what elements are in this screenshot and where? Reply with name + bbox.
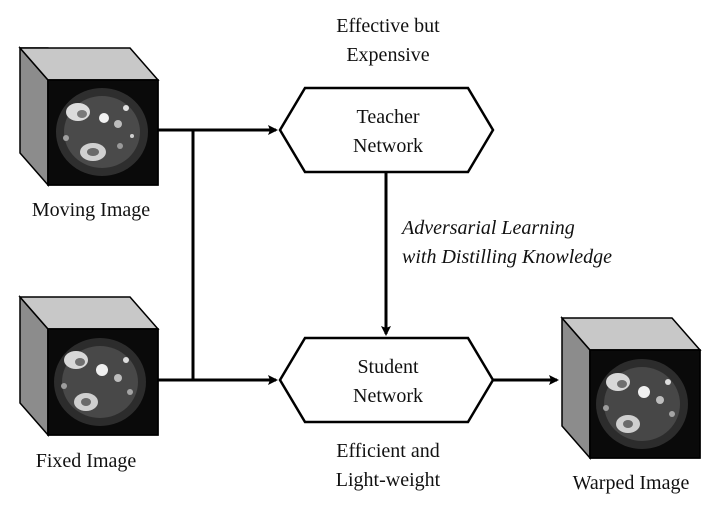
- teacher-network-node: [278, 86, 495, 174]
- student-caption-line1: Efficient and: [336, 440, 440, 462]
- student-caption-line2: Light-weight: [335, 469, 441, 491]
- student-network-label-line2: Network: [353, 385, 423, 407]
- student-network-label-line1: Student: [357, 356, 419, 378]
- connectors: [158, 125, 559, 385]
- link-label-line2: with Distilling Knowledge: [402, 246, 613, 268]
- warped-image-cube: [560, 316, 702, 460]
- ct-slice-warped: [596, 359, 688, 449]
- teacher-caption-line2: Expensive: [346, 44, 430, 66]
- ct-slice-fixed: [54, 338, 146, 426]
- teacher-network-label-line2: Network: [353, 135, 423, 157]
- fixed-image-label: Fixed Image: [35, 450, 137, 472]
- moving-image-label: Moving Image: [31, 199, 151, 221]
- teacher-caption-line1: Effective but: [336, 15, 440, 37]
- student-network-node: [278, 336, 495, 424]
- link-label-line1: Adversarial Learning: [402, 217, 575, 239]
- fixed-image-cube: [18, 295, 160, 437]
- warped-image-label: Warped Image: [572, 472, 690, 494]
- teacher-network-label-line1: Teacher: [356, 106, 420, 128]
- ct-slice-moving: [56, 88, 148, 176]
- moving-image-cube: [18, 46, 160, 187]
